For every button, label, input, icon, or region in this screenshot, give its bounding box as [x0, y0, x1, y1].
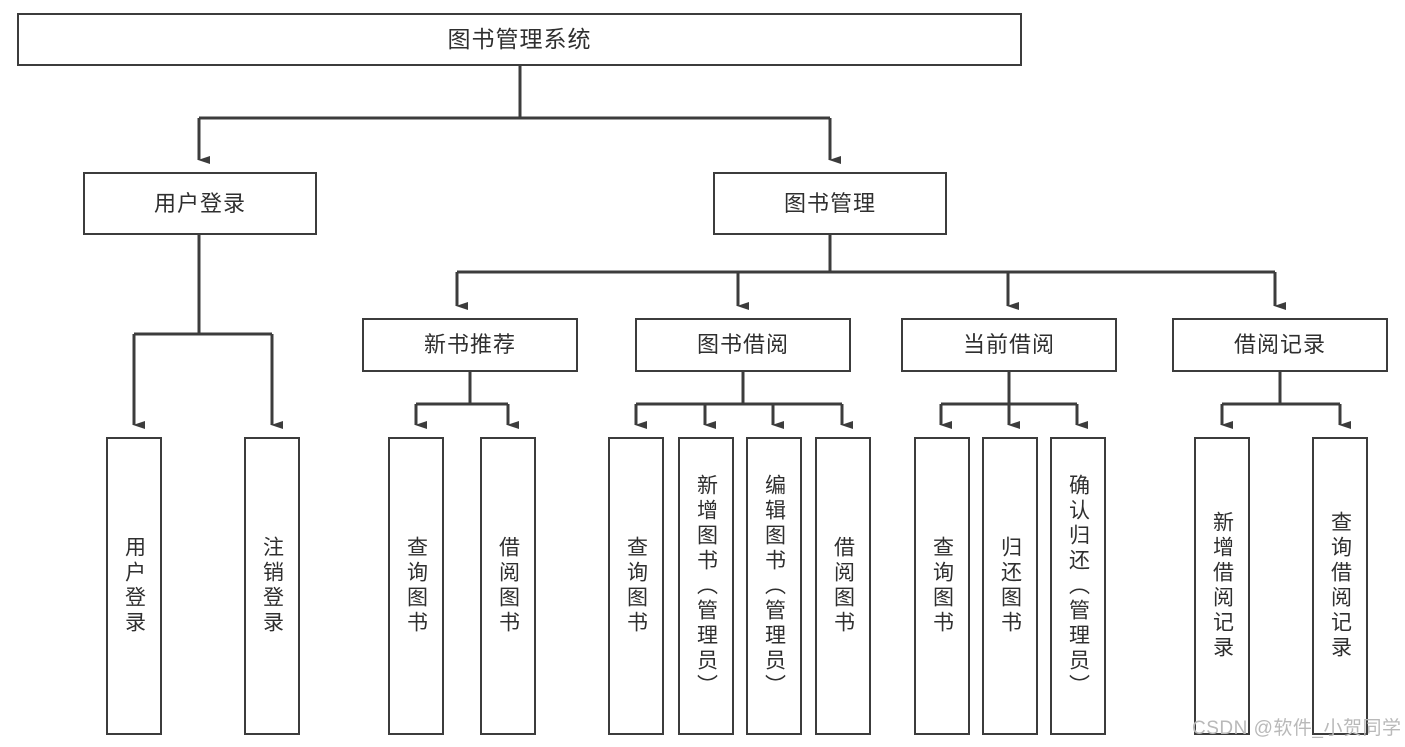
node-leaf-query-book-3-label: 查询图书	[930, 536, 954, 636]
node-leaf-query-record-label: 查询借阅记录	[1328, 511, 1352, 661]
node-leaf-return-book-label: 归还图书	[998, 536, 1022, 636]
node-book-borrow[interactable]: 图书借阅	[635, 318, 851, 372]
node-leaf-borrow-book-1[interactable]: 借阅图书	[480, 437, 536, 735]
node-new-book-recommend[interactable]: 新书推荐	[362, 318, 578, 372]
node-user-login-label: 用户登录	[153, 190, 246, 216]
node-leaf-user-login-label: 用户登录	[122, 536, 146, 636]
node-current-borrow-label: 当前借阅	[962, 332, 1055, 358]
node-leaf-query-book-2[interactable]: 查询图书	[608, 437, 664, 735]
node-leaf-query-record[interactable]: 查询借阅记录	[1312, 437, 1368, 735]
node-leaf-user-login[interactable]: 用户登录	[106, 437, 162, 735]
node-book-borrow-label: 图书借阅	[696, 332, 789, 358]
node-leaf-add-record-label: 新增借阅记录	[1210, 511, 1234, 661]
node-leaf-query-book-2-label: 查询图书	[624, 536, 648, 636]
node-leaf-logout-label: 注销登录	[260, 536, 284, 636]
node-leaf-edit-book-label: 编辑图书（管理员）	[762, 473, 786, 699]
node-leaf-edit-book[interactable]: 编辑图书（管理员）	[746, 437, 802, 735]
node-borrow-record[interactable]: 借阅记录	[1172, 318, 1388, 372]
csdn-watermark: CSDN @软件_小贺同学	[1192, 718, 1402, 739]
node-leaf-logout[interactable]: 注销登录	[244, 437, 300, 735]
node-leaf-confirm-return[interactable]: 确认归还（管理员）	[1050, 437, 1106, 735]
node-leaf-query-book-3[interactable]: 查询图书	[914, 437, 970, 735]
node-root-label: 图书管理系统	[447, 26, 592, 53]
node-leaf-borrow-book-2[interactable]: 借阅图书	[815, 437, 871, 735]
node-leaf-return-book[interactable]: 归还图书	[982, 437, 1038, 735]
node-leaf-add-book[interactable]: 新增图书（管理员）	[678, 437, 734, 735]
node-borrow-record-label: 借阅记录	[1233, 332, 1326, 358]
node-leaf-confirm-return-label: 确认归还（管理员）	[1066, 473, 1090, 699]
node-user-login[interactable]: 用户登录	[83, 172, 317, 235]
node-leaf-borrow-book-2-label: 借阅图书	[831, 536, 855, 636]
node-leaf-borrow-book-1-label: 借阅图书	[496, 536, 520, 636]
node-current-borrow[interactable]: 当前借阅	[901, 318, 1117, 372]
node-new-book-recommend-label: 新书推荐	[423, 332, 516, 358]
node-book-management-label: 图书管理	[783, 190, 876, 216]
node-leaf-add-book-label: 新增图书（管理员）	[694, 473, 718, 699]
node-root[interactable]: 图书管理系统	[17, 13, 1022, 66]
node-leaf-query-book-1[interactable]: 查询图书	[388, 437, 444, 735]
node-leaf-query-book-1-label: 查询图书	[404, 536, 428, 636]
node-leaf-add-record[interactable]: 新增借阅记录	[1194, 437, 1250, 735]
node-book-management[interactable]: 图书管理	[713, 172, 947, 235]
